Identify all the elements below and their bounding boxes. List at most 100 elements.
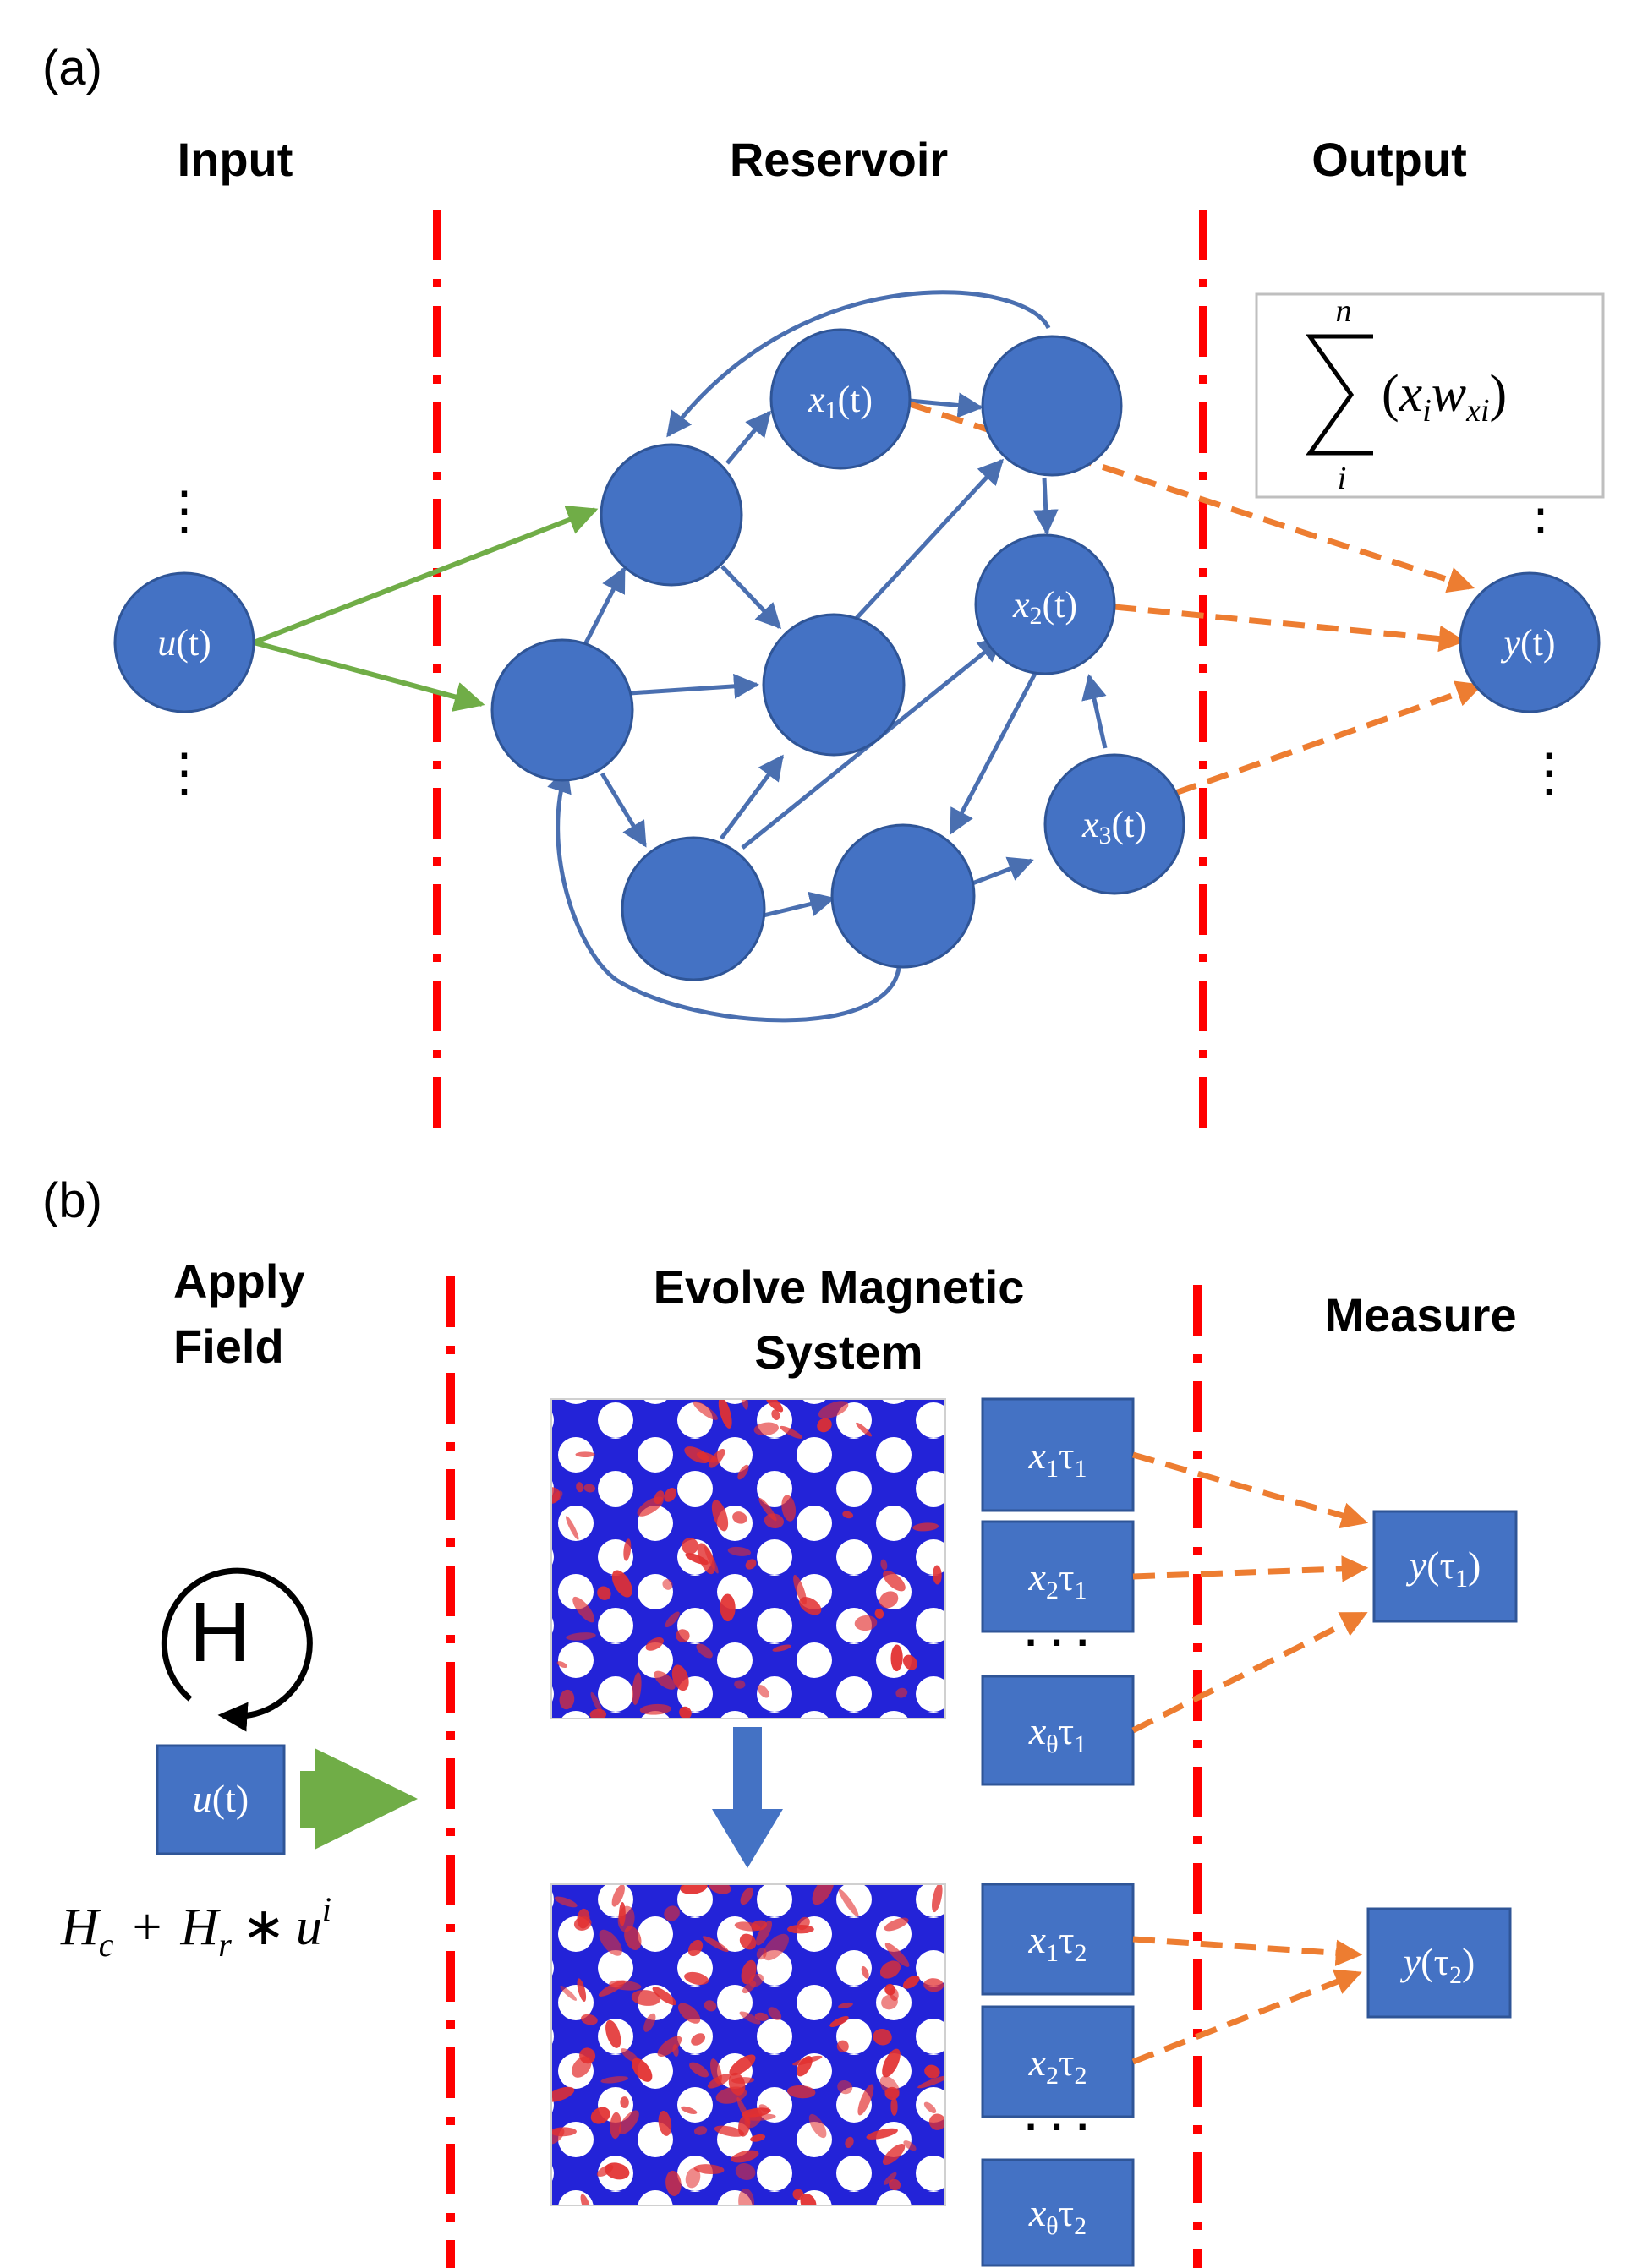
input-node: u(t) (113, 571, 255, 713)
svg-text:y(τ1): y(τ1) (1406, 1544, 1481, 1593)
svg-text:x1(t): x1(t) (808, 379, 873, 424)
x1-arg: (t) (838, 379, 873, 420)
output-box-tau1: y(τ1) (1372, 1510, 1518, 1623)
reservoir-node-a (600, 443, 743, 587)
apply-arrow (300, 1748, 418, 1850)
hr-h: H (180, 1899, 222, 1956)
output-node-arg: (t) (1520, 622, 1556, 664)
panel-b-label: (b) (42, 1173, 102, 1228)
term-w-sub: xi (1465, 393, 1489, 429)
hc-sub: c (99, 1926, 114, 1964)
edge-n-d-n-c (629, 673, 759, 699)
edge-n-b-x2 (1032, 477, 1059, 535)
sum-formula-box (1255, 292, 1605, 499)
readout-x1-tau2 (1132, 1936, 1363, 1967)
output-header: Output (1311, 133, 1466, 186)
sigma-symbol (1306, 334, 1373, 456)
sum-lower-limit: i (1338, 461, 1347, 496)
hc-h: H (60, 1899, 101, 1956)
edge-n-a-x1 (725, 410, 771, 465)
edge-loop-bottom (547, 767, 901, 1023)
evolve-header-line2: System (754, 1325, 923, 1379)
readout-x2-tau2 (1131, 1969, 1362, 2065)
state-dots-2: · · · (1025, 2103, 1091, 2151)
magnetic-state-image-1 (550, 1398, 946, 1719)
edge-n-d-n-e (600, 772, 648, 848)
rotating-field-icon: H (161, 1567, 313, 1732)
output-box-tau2: y(τ2) (1366, 1907, 1512, 2019)
x3-var: x (1081, 804, 1099, 845)
svg-text:x3(t): x3(t) (1081, 804, 1147, 850)
output-ellipsis-bottom: ⋮ (1523, 744, 1575, 802)
state-box-x1-tau1: x1τ1 (981, 1397, 1135, 1512)
reservoir-node-x3: x3(t) (1043, 753, 1185, 895)
reservoir-node-x1: x1(t) (769, 328, 912, 470)
hr-sub: r (218, 1926, 232, 1964)
term-x: x (1399, 365, 1423, 423)
state-box-x1-tau2: x1τ2 (981, 1883, 1135, 1996)
edge-n-d-n-a (579, 566, 627, 653)
input-box-var: u (193, 1777, 212, 1820)
field-formula: Hc+Hr∗ui (60, 1890, 331, 1964)
svg-text:x2τ1: x2τ1 (1028, 1555, 1087, 1604)
svg-text:(xiwxi): (xiwxi) (1382, 365, 1507, 429)
readout-x1-tau1 (1132, 1451, 1369, 1529)
u-var: u (296, 1899, 322, 1956)
evolve-arrow (712, 1727, 783, 1868)
apply-header-line2: Field (173, 1320, 284, 1373)
input-header: Input (178, 133, 293, 186)
output-node: y(t) (1459, 571, 1601, 713)
svg-text:x2(t): x2(t) (1012, 584, 1077, 630)
sum-formula: n i (xiwxi) (1306, 293, 1507, 496)
evolve-header-line1: Evolve Magnetic (654, 1260, 1025, 1314)
x1-sub: 1 (825, 396, 838, 424)
apply-header-line1: Apply (173, 1254, 305, 1308)
input-box: u(t) (156, 1744, 286, 1855)
plus-sign: + (133, 1899, 162, 1956)
input-box-arg: (t) (212, 1777, 249, 1820)
reservoir-node-d (490, 638, 634, 782)
panel-a-label: (a) (42, 41, 102, 96)
reservoir-edges (547, 290, 1108, 1023)
edge-n-a-n-c (720, 565, 782, 630)
state-box-x2-tau2: x2τ2 (981, 2005, 1135, 2118)
svg-text:y(τ2): y(τ2) (1400, 1940, 1475, 1989)
paren-close: ) (1490, 365, 1508, 423)
state-box-xtheta-tau2: xθτ2 (981, 2158, 1135, 2267)
h-symbol: H (189, 1585, 250, 1680)
input-edge-to-node-a (252, 505, 599, 645)
edge-loop-top (665, 290, 1051, 438)
x2-var: x (1012, 584, 1030, 626)
readout-x2 (1114, 604, 1466, 653)
readout-xtheta-tau1 (1131, 1611, 1368, 1734)
state-dots-1: · · · (1025, 1619, 1091, 1666)
svg-text:u(t): u(t) (157, 622, 211, 664)
input-ellipsis-bottom: ⋮ (158, 744, 211, 802)
state-box-xtheta-tau1: xθτ1 (981, 1675, 1135, 1786)
reservoir-header: Reservoir (730, 133, 948, 186)
output-node-var: y (1500, 622, 1520, 664)
svg-text:u(t): u(t) (193, 1777, 249, 1820)
reservoir-node-f (830, 823, 976, 969)
svg-text:x1τ1: x1τ1 (1028, 1434, 1087, 1483)
sum-upper-limit: n (1336, 293, 1352, 329)
term-w: w (1432, 365, 1466, 423)
edge-x1-n-b (909, 392, 983, 418)
svg-text:xθτ2: xθτ2 (1028, 2191, 1087, 2240)
term-x-sub: i (1422, 393, 1432, 429)
x1-var: x (808, 379, 825, 420)
state-box-x2-tau1: x2τ1 (981, 1520, 1135, 1633)
svg-text:xθτ1: xθτ1 (1028, 1709, 1087, 1758)
edge-n-e-n-c (719, 754, 785, 840)
x3-sub: 3 (1099, 822, 1112, 850)
edge-n-c-n-b (846, 458, 1005, 629)
input-edge-to-node-d (253, 640, 485, 712)
edge-x2-n-f (949, 670, 1038, 835)
readout-x1 (908, 401, 1475, 593)
x2-arg: (t) (1043, 584, 1078, 626)
svg-text:x2τ2: x2τ2 (1028, 2041, 1087, 2090)
input-node-var: u (157, 622, 176, 664)
u-sup: i (322, 1890, 331, 1928)
reservoir-node-e (621, 836, 766, 981)
